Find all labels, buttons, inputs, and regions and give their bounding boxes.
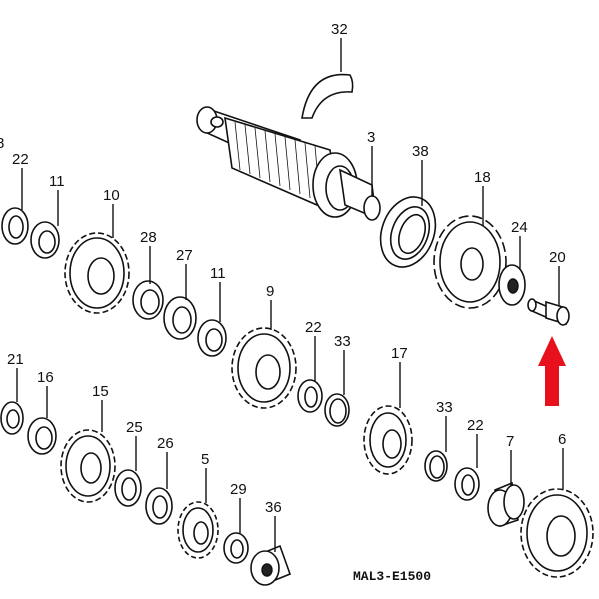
part-32-circlip <box>301 73 354 119</box>
label-8-partial: 8 <box>0 135 4 152</box>
part-26-washer <box>145 487 173 525</box>
label-5: 5 <box>201 451 209 468</box>
part-20-bolt <box>527 298 570 326</box>
label-18: 18 <box>474 169 491 186</box>
label-20: 20 <box>549 249 566 266</box>
label-6: 6 <box>558 431 566 448</box>
part-15-gear <box>60 429 116 503</box>
label-11-middle: 11 <box>210 265 226 282</box>
label-38: 38 <box>412 143 429 160</box>
label-22-lower: 22 <box>467 417 484 434</box>
part-33-circlip-lower <box>424 450 448 482</box>
label-27: 27 <box>176 247 193 264</box>
part-36-bushing <box>250 544 292 586</box>
label-33-lower: 33 <box>436 399 453 416</box>
label-25: 25 <box>126 419 143 436</box>
part-25-washer <box>114 469 142 507</box>
label-24: 24 <box>511 219 528 236</box>
label-15: 15 <box>92 383 109 400</box>
part-22-washer-lower <box>454 467 480 501</box>
label-11-upper: 11 <box>49 173 65 190</box>
label-10: 10 <box>103 187 120 204</box>
part-6-gear <box>520 488 594 578</box>
part-16-bushing <box>27 417 57 455</box>
part-11-bushing-middle <box>197 319 227 357</box>
part-17-gear <box>363 405 413 475</box>
label-3: 3 <box>367 129 375 146</box>
part-27-lock-washer <box>163 296 197 340</box>
callout-labels: 32 3 38 18 24 20 8 22 11 10 28 27 11 9 2… <box>0 21 566 584</box>
part-22-washer-upper <box>1 207 29 245</box>
label-22-upper: 22 <box>12 151 29 168</box>
part-11-bushing-upper <box>30 221 60 259</box>
leader-lines <box>16 38 564 552</box>
part-18-sprocket <box>433 215 507 309</box>
part-22-washer-middle <box>297 379 323 413</box>
part-38-oil-seal <box>379 196 437 268</box>
part-24-washer <box>498 264 526 306</box>
label-33-middle: 33 <box>334 333 351 350</box>
part-9-gear <box>231 327 297 409</box>
label-21: 21 <box>7 351 24 368</box>
label-36: 36 <box>265 499 282 516</box>
label-9: 9 <box>266 283 274 300</box>
label-26: 26 <box>157 435 174 452</box>
part-21-washer <box>0 401 24 435</box>
part-28-lock-washer <box>132 280 164 320</box>
label-29: 29 <box>230 481 247 498</box>
label-22-middle: 22 <box>305 319 322 336</box>
label-16: 16 <box>37 369 54 386</box>
part-10-gear <box>64 232 130 314</box>
diagram-code: MAL3-E1500 <box>353 569 431 584</box>
label-7: 7 <box>506 433 514 450</box>
label-17: 17 <box>391 345 408 362</box>
label-32: 32 <box>331 21 348 38</box>
indicator-arrow <box>538 336 566 406</box>
label-28: 28 <box>140 229 157 246</box>
part-5-gear <box>177 501 219 559</box>
part-33-circlip-middle <box>324 393 350 427</box>
part-7-bushing <box>487 481 525 528</box>
part-3-shaft <box>196 106 381 221</box>
part-29-washer <box>223 532 249 564</box>
